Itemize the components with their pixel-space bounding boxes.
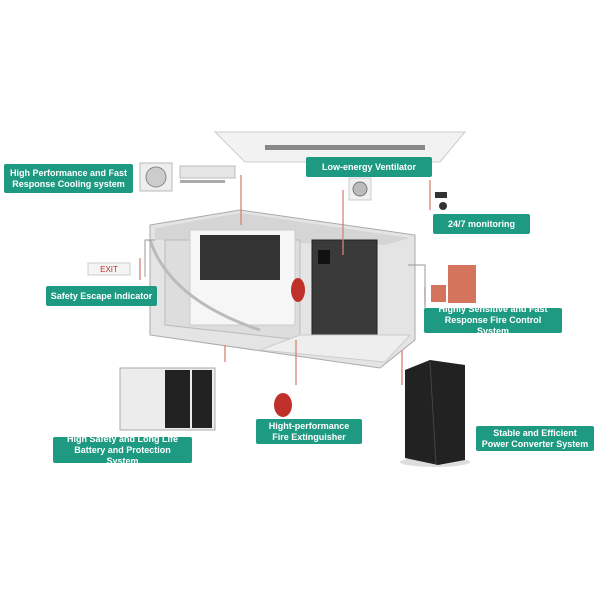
fire-extinguisher (274, 393, 292, 417)
exit-sign: EXIT (87, 262, 131, 276)
battery-rack (119, 367, 216, 431)
label-cooling-system: High Performance and Fast Response Cooli… (4, 164, 133, 193)
ac-indoor-unit (179, 165, 236, 183)
ceiling-ventilation-plate (213, 131, 467, 163)
power-converter-cabinet (400, 360, 470, 467)
connector-lines (144, 239, 426, 308)
exit-sign-text: EXIT (100, 265, 118, 274)
label-monitoring: 24/7 monitoring (433, 214, 530, 234)
label-power-converter: Stable and Efficient Power Converter Sys… (476, 426, 594, 451)
security-camera (435, 192, 447, 210)
container (148, 209, 416, 369)
label-battery-system: High Safety and Long Life Battery and Pr… (53, 434, 192, 466)
label-escape-indicator: Safety Escape Indicator (46, 286, 157, 306)
label-fire-control: Highly Sensitive and Fast Response Fire … (424, 304, 562, 336)
ventilator-fan (348, 177, 372, 201)
label-fire-extinguisher: Hight-performance Fire Extinguisher (256, 419, 362, 444)
label-ventilator: Low-energy Ventilator (306, 157, 432, 177)
fire-control-panel (431, 265, 476, 303)
ac-outdoor-unit (139, 162, 173, 192)
